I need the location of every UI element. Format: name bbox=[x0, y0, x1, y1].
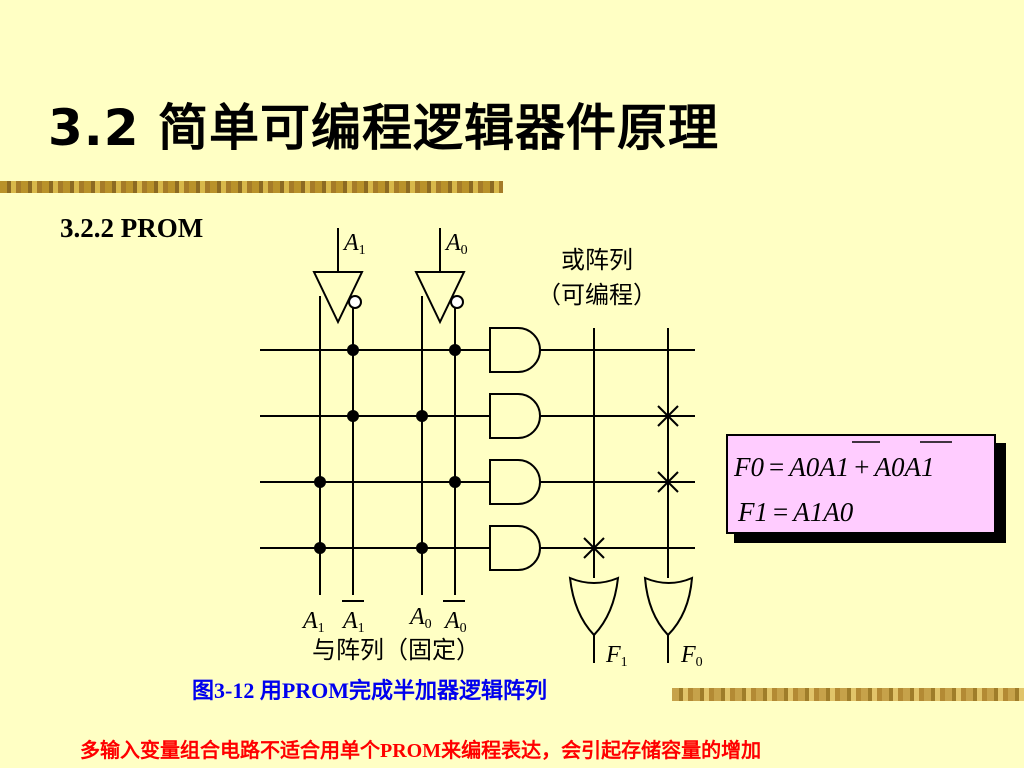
input-buffer-a0 bbox=[414, 271, 466, 325]
and-gate-1 bbox=[489, 327, 541, 373]
connection-dot bbox=[314, 542, 326, 554]
footer-note: 多输入变量组合电路不适合用单个PROM来编程表达，会引起存储容量的增加 bbox=[80, 740, 762, 762]
and-gate-2 bbox=[489, 393, 541, 439]
and-gate-3 bbox=[489, 459, 541, 505]
equation-f1: F1=A1A0 bbox=[737, 497, 854, 527]
program-cross-f0-3 bbox=[657, 471, 679, 493]
or-array-sublabel: （可编程） bbox=[537, 281, 657, 309]
label-top-a1: A1 bbox=[342, 230, 366, 258]
inverter-bubble-a1 bbox=[348, 295, 362, 309]
connection-dot bbox=[449, 344, 461, 356]
label-bottom-a1-bar: A1 bbox=[341, 608, 365, 636]
program-cross-f1-4 bbox=[583, 537, 605, 559]
caption-decor-bar bbox=[672, 688, 1024, 701]
or-array-label: 或阵列 bbox=[561, 246, 633, 274]
connection-dot bbox=[416, 542, 428, 554]
label-output-f1: F1 bbox=[605, 642, 628, 670]
and-array-label: 与阵列（固定） bbox=[312, 636, 480, 664]
and-gate-4 bbox=[489, 525, 541, 571]
label-top-a0: A0 bbox=[444, 230, 468, 258]
label-bottom-a0-bar: A0 bbox=[443, 608, 467, 636]
connection-dot bbox=[347, 410, 359, 422]
or-gate-f1 bbox=[568, 576, 620, 637]
slide-title: 3.2 简单可编程逻辑器件原理 bbox=[48, 99, 719, 157]
connection-dot bbox=[314, 476, 326, 488]
input-buffer-a1 bbox=[312, 271, 364, 325]
section-heading: 3.2.2 PROM bbox=[60, 213, 204, 243]
equation-box: F0=A0A1+A0A1 F1=A1A0 bbox=[726, 434, 996, 534]
inverter-bubble-a0 bbox=[450, 295, 464, 309]
connection-dot bbox=[347, 344, 359, 356]
label-bottom-a0: A0 bbox=[408, 604, 432, 632]
equation-svg: F0=A0A1+A0A1 F1=A1A0 bbox=[733, 441, 952, 527]
label-output-f0: F0 bbox=[680, 642, 703, 670]
connection-dot bbox=[449, 476, 461, 488]
title-underline-bar bbox=[0, 181, 503, 193]
label-bottom-a1: A1 bbox=[301, 608, 325, 636]
figure-caption: 图3-12 用PROM完成半加器逻辑阵列 bbox=[192, 678, 548, 703]
program-cross-f0-2 bbox=[657, 405, 679, 427]
equation-f0: F0=A0A1+A0A1 bbox=[733, 452, 934, 482]
or-gate-f0 bbox=[643, 576, 694, 637]
connection-dot bbox=[416, 410, 428, 422]
